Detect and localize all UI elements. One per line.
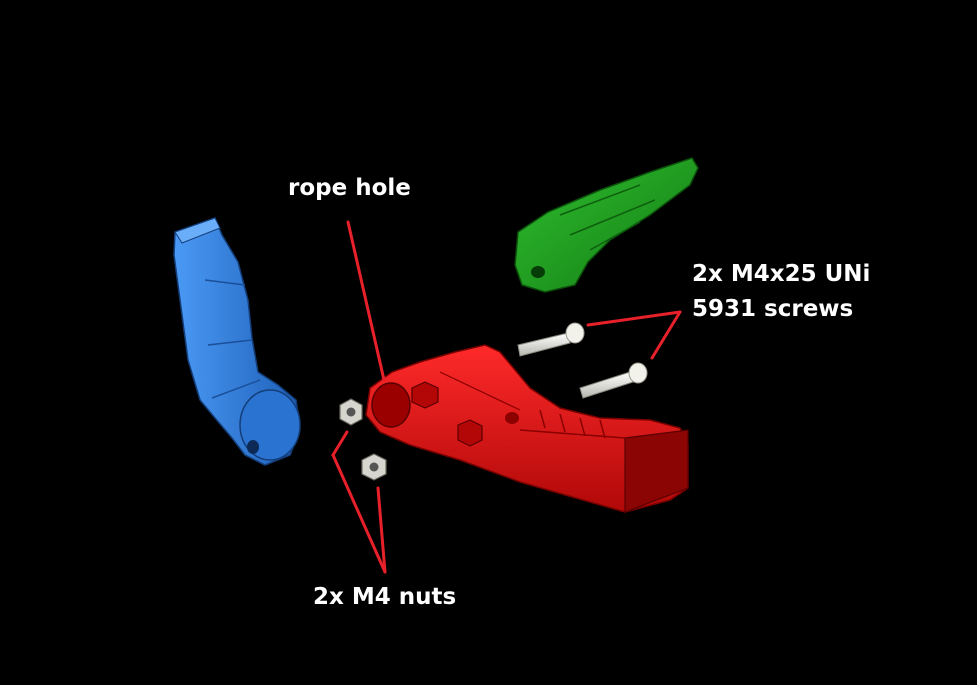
leader-screw-upper	[586, 310, 682, 327]
screws-label-line2: 5931 screws	[692, 296, 854, 322]
nut-upper	[339, 398, 363, 426]
nuts-label: 2x M4 nuts	[313, 584, 457, 610]
leader-lines	[331, 220, 682, 574]
blue-arm-part	[173, 217, 301, 466]
green-arm-part	[514, 157, 699, 293]
nut-lower	[361, 453, 387, 481]
leader-screw-lower	[650, 310, 682, 360]
leader-nut-lower	[376, 486, 387, 574]
screw-upper	[517, 322, 585, 357]
leader-nut-upper	[331, 430, 349, 457]
leader-rope-hole	[346, 220, 386, 382]
screw-lower	[579, 362, 648, 399]
leader-nut-upper-down	[331, 453, 387, 574]
red-body-part	[365, 344, 689, 513]
rope-hole-label: rope hole	[288, 175, 411, 201]
screws-label-line1: 2x M4x25 UNi	[692, 261, 871, 287]
